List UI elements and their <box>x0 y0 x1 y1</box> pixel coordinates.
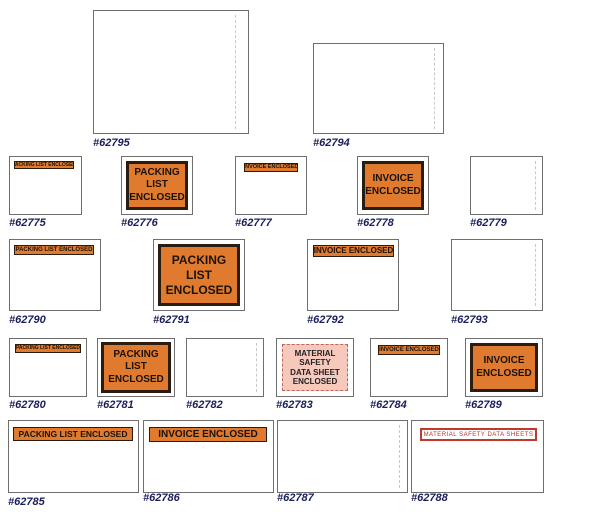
panel-line: ENCLOSED <box>292 376 338 386</box>
sku-label: #62786 <box>143 492 180 504</box>
invoice-strip: INVOICE ENCLOSED <box>244 163 298 172</box>
sku-label: #62784 <box>370 399 407 411</box>
invoice-panel: INVOICE ENCLOSED <box>362 161 424 210</box>
sku-label: #62790 <box>9 314 46 326</box>
envelope-62779 <box>470 156 543 215</box>
perforation <box>434 48 435 129</box>
packing-list-panel: PACKING LIST ENCLOSED <box>158 244 240 306</box>
envelope-62783: MATERIAL SAFETY DATA SHEET ENCLOSED <box>276 338 354 397</box>
packing-list-strip: PACKING LIST ENCLOSED <box>13 427 133 441</box>
envelope-62775: PACKING LIST ENCLOSED <box>9 156 82 215</box>
sku-label: #62785 <box>8 496 45 508</box>
sku-label: #62787 <box>277 492 314 504</box>
envelope-62784: INVOICE ENCLOSED <box>370 338 448 397</box>
sku-label: #62778 <box>357 217 394 229</box>
perforation <box>399 425 400 488</box>
panel-line: ENCLOSED <box>108 373 164 385</box>
sku-label: #62777 <box>235 217 272 229</box>
panel-line: MATERIAL <box>294 349 336 359</box>
packing-list-panel: PACKING LIST ENCLOSED <box>126 161 188 210</box>
panel-line: DATA SHEET <box>290 367 340 377</box>
packing-list-strip: PACKING LIST ENCLOSED <box>14 245 94 255</box>
packing-list-panel: PACKING LIST ENCLOSED <box>101 342 171 393</box>
envelope-62792: INVOICE ENCLOSED <box>307 239 399 311</box>
envelope-62786: INVOICE ENCLOSED <box>143 420 274 493</box>
sku-label: #62779 <box>470 217 507 229</box>
sku-label: #62775 <box>9 217 46 229</box>
packing-list-strip: PACKING LIST ENCLOSED <box>14 161 74 169</box>
safety-data-sheet-panel: MATERIAL SAFETY DATA SHEET ENCLOSED <box>282 344 348 391</box>
packing-list-strip: PACKING LIST ENCLOSED <box>15 344 81 353</box>
sku-label: #62780 <box>9 399 46 411</box>
envelope-62778: INVOICE ENCLOSED <box>357 156 429 215</box>
sku-label: #62782 <box>186 399 223 411</box>
panel-line: ENCLOSED <box>476 367 532 379</box>
perforation <box>535 161 536 210</box>
panel-line: INVOICE <box>372 173 414 184</box>
panel-line: INVOICE <box>483 355 525 366</box>
sku-label: #62781 <box>97 399 134 411</box>
envelope-62791: PACKING LIST ENCLOSED <box>153 239 245 311</box>
envelope-62777: INVOICE ENCLOSED <box>235 156 307 215</box>
sku-label: #62794 <box>313 137 350 149</box>
perforation <box>535 244 536 306</box>
envelope-62794 <box>313 43 444 134</box>
sku-label: #62795 <box>93 137 130 149</box>
panel-line: PACKING LIST <box>171 252 227 282</box>
panel-line: PACKING LIST <box>113 348 159 373</box>
envelope-62787 <box>277 420 408 493</box>
envelope-62793 <box>451 239 543 311</box>
panel-line: ENCLOSED <box>365 185 421 197</box>
invoice-panel: INVOICE ENCLOSED <box>470 343 538 392</box>
safety-data-sheets-box: MATERIAL SAFETY DATA SHEETS <box>420 428 537 441</box>
panel-line: PACKING LIST <box>134 166 180 191</box>
sku-label: #62776 <box>121 217 158 229</box>
perforation <box>235 15 236 129</box>
perforation <box>256 343 257 392</box>
sku-label: #62792 <box>307 314 344 326</box>
envelope-62782 <box>186 338 264 397</box>
panel-line: SAFETY <box>299 358 331 368</box>
envelope-62795 <box>93 10 249 134</box>
panel-line: ENCLOSED <box>129 191 185 203</box>
sku-label: #62783 <box>276 399 313 411</box>
sku-label: #62791 <box>153 314 190 326</box>
envelope-62781: PACKING LIST ENCLOSED <box>97 338 175 397</box>
envelope-62776: PACKING LIST ENCLOSED <box>121 156 193 215</box>
envelope-62785: PACKING LIST ENCLOSED <box>8 420 139 493</box>
sku-label: #62789 <box>465 399 502 411</box>
envelope-62790: PACKING LIST ENCLOSED <box>9 239 101 311</box>
sku-label: #62788 <box>411 492 448 504</box>
invoice-strip: INVOICE ENCLOSED <box>378 345 440 355</box>
invoice-strip: INVOICE ENCLOSED <box>149 427 267 442</box>
sku-label: #62793 <box>451 314 488 326</box>
invoice-strip: INVOICE ENCLOSED <box>313 245 394 257</box>
panel-line: ENCLOSED <box>165 282 233 297</box>
envelope-62788: MATERIAL SAFETY DATA SHEETS <box>411 420 544 493</box>
envelope-62789: INVOICE ENCLOSED <box>465 338 543 397</box>
envelope-62780: PACKING LIST ENCLOSED <box>9 338 87 397</box>
